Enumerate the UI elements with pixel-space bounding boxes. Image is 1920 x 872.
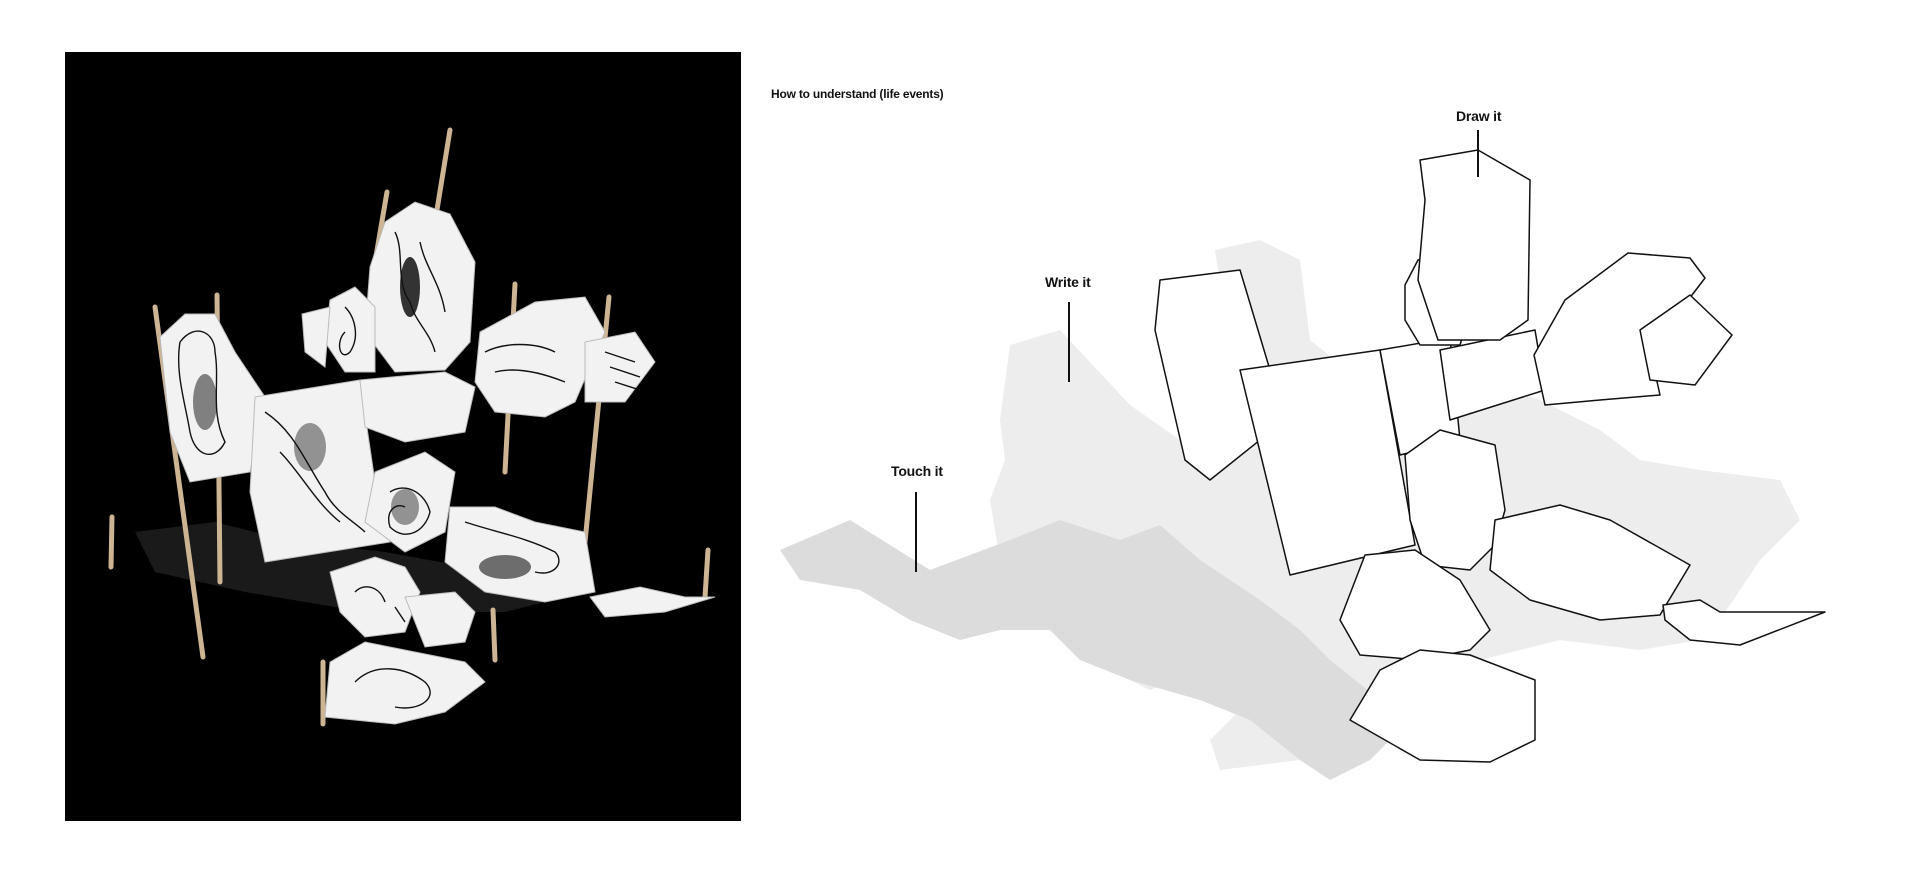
label-touch-it: Touch it <box>891 463 943 479</box>
sculpture-photo <box>65 52 741 821</box>
label-write-it: Write it <box>1045 274 1091 290</box>
sculpture-illustration <box>108 127 716 727</box>
outline-diagram <box>780 149 1826 780</box>
leader-draw-it <box>1477 130 1479 177</box>
paper-pieces <box>159 201 716 725</box>
shadow-dark <box>780 520 1400 780</box>
ink-fills <box>193 257 531 579</box>
page-title: How to understand (life events) <box>771 87 944 101</box>
label-draw-it: Draw it <box>1456 108 1502 124</box>
leader-write-it <box>1068 302 1070 382</box>
outline-shapes <box>1154 149 1826 763</box>
leader-touch-it <box>915 492 917 572</box>
